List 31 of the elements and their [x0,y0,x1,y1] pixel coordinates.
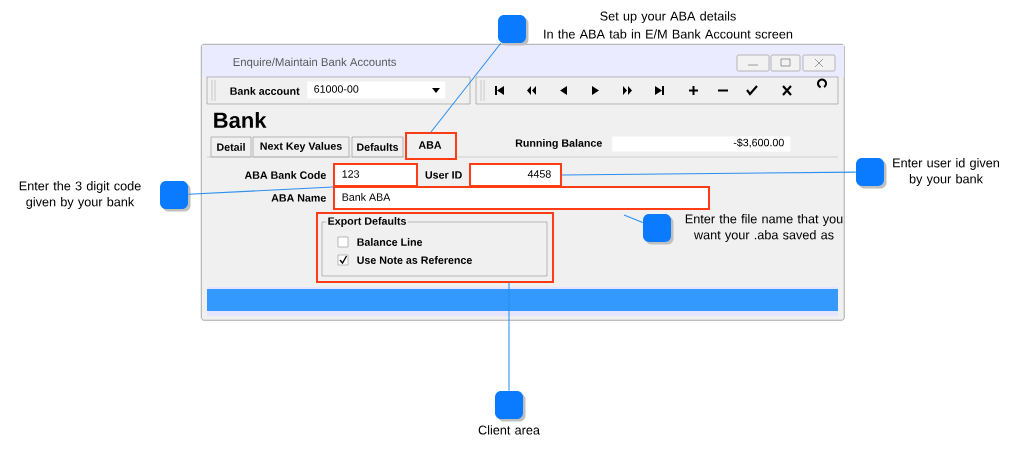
leader-line [187,186,334,195]
tab: Defaults [351,136,404,158]
balance-field: -$3,600.00 [612,136,791,152]
callout-text: Client area [478,425,540,435]
dropdown-field: 61000-00 [307,81,446,99]
leader-line [623,214,644,223]
callout-text: Set up your ABA details [600,11,736,24]
callout-marker [643,214,674,245]
leader-line [430,42,502,133]
checkbox-label: Use Note as Reference [357,256,472,264]
label: Running Balance [515,139,602,149]
callout-text: Enter the file name that you want your .aba saved as [685,214,843,242]
tab: ABA [405,132,457,160]
input-field: 4458 [469,163,562,187]
label: Bank account [230,87,300,95]
heading: Bank [214,111,267,129]
callout-text: Enter the 3 digit code given by your bank [19,181,141,209]
callout-marker [498,15,529,46]
callout-text: In the ABA tab in E/M Bank Account screen [544,29,793,39]
field-label: ABA Name [271,194,326,202]
callout-text: Enter user id given by your bank [893,158,999,186]
leader-line [561,171,857,176]
tab: Detail [210,136,252,158]
input-field: 123 [333,163,418,187]
callout-marker [856,158,887,189]
leader-line [508,282,510,392]
field-label: ABA Bank Code [244,171,326,179]
callout-marker [495,391,526,422]
callout-marker [160,181,191,212]
checkbox-label: Balance Line [357,238,423,246]
field-label: User ID [425,171,462,179]
